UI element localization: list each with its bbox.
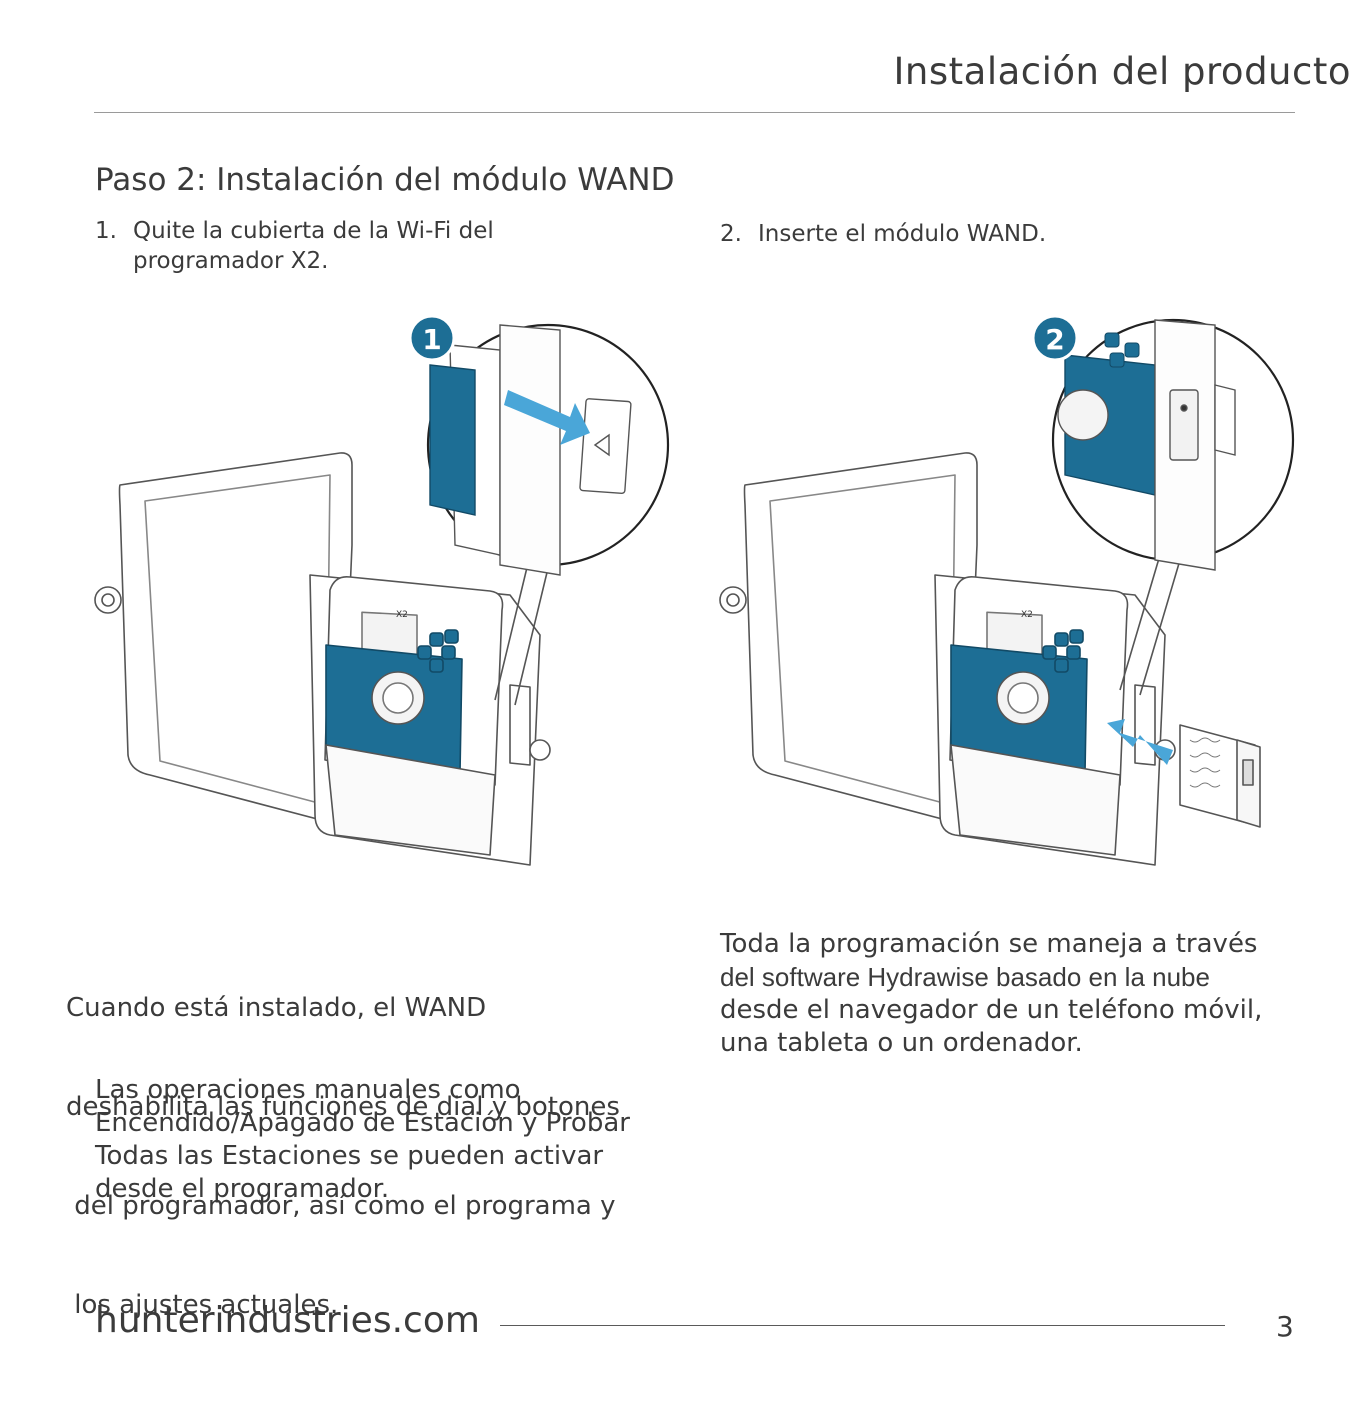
step-2-number: 2. bbox=[720, 221, 742, 247]
paragraph-right-line4: una tableta o un ordenador. bbox=[720, 1028, 1083, 1058]
figure-2-model-label: X2 bbox=[1021, 610, 1033, 620]
paragraph-wand-disables: Cuando está instalado, el WAND deshabili… bbox=[66, 926, 620, 1355]
step-2-text-line1: Inserte el módulo WAND. bbox=[758, 221, 1047, 247]
paragraph-left-line1: Cuando está instalado, el WAND bbox=[66, 993, 487, 1023]
paragraph-manual-line2: Encendido/Apagado de Estación y Probar bbox=[95, 1108, 630, 1138]
paragraph-manual-line3: Todas las Estaciones se pueden activar bbox=[95, 1141, 604, 1171]
step-1-number: 1. bbox=[95, 218, 117, 244]
paragraph-manual-line1: Las operaciones manuales como bbox=[95, 1075, 521, 1105]
footer-website: hunterindustries.com bbox=[95, 1300, 480, 1341]
step-1-text-line2: programador X2. bbox=[133, 248, 329, 274]
footer-divider bbox=[500, 1325, 1225, 1326]
badge-2-circle bbox=[1031, 314, 1079, 362]
step-1: 1. Quite la cubierta de la Wi-Fi del pro… bbox=[95, 216, 615, 276]
paragraph-manual-operations: Las operaciones manuales como Encendido/… bbox=[95, 1074, 630, 1206]
paragraph-left-line4: los ajustes actuales. bbox=[66, 1290, 339, 1320]
step-1-text-line1: Quite la cubierta de la Wi-Fi del bbox=[133, 218, 494, 244]
paragraph-hydrawise: Toda la programación se maneja a través … bbox=[720, 928, 1262, 1060]
figure-insert-wand: 2 X2 bbox=[719, 314, 1295, 866]
page-header-title: Instalación del producto bbox=[893, 50, 1351, 93]
page-number: 3 bbox=[1276, 1310, 1294, 1343]
figure-1-model-label: X2 bbox=[396, 610, 408, 620]
section-title: Paso 2: Instalación del módulo WAND bbox=[95, 162, 675, 198]
paragraph-left-line3: del programador, así como el programa y bbox=[66, 1191, 616, 1221]
paragraph-left-line2: deshabilita las funciones de dial y boto… bbox=[66, 1092, 620, 1122]
figure-1-badge: 1 bbox=[422, 323, 441, 356]
paragraph-manual-line4: desde el programador. bbox=[95, 1174, 390, 1204]
figure-2-badge: 2 bbox=[1045, 323, 1064, 356]
step-2: 2. Inserte el módulo WAND. bbox=[720, 219, 1320, 249]
paragraph-right-line1: Toda la programación se maneja a través bbox=[720, 929, 1258, 959]
header-divider bbox=[94, 112, 1295, 113]
paragraph-right-line3: desde el navegador de un teléfono móvil, bbox=[720, 995, 1263, 1025]
badge-1-circle bbox=[408, 314, 456, 362]
paragraph-right-line2: del software Hydrawise basado en la nube bbox=[720, 962, 1210, 992]
figure-remove-cover: 1 X2 bbox=[94, 314, 670, 866]
